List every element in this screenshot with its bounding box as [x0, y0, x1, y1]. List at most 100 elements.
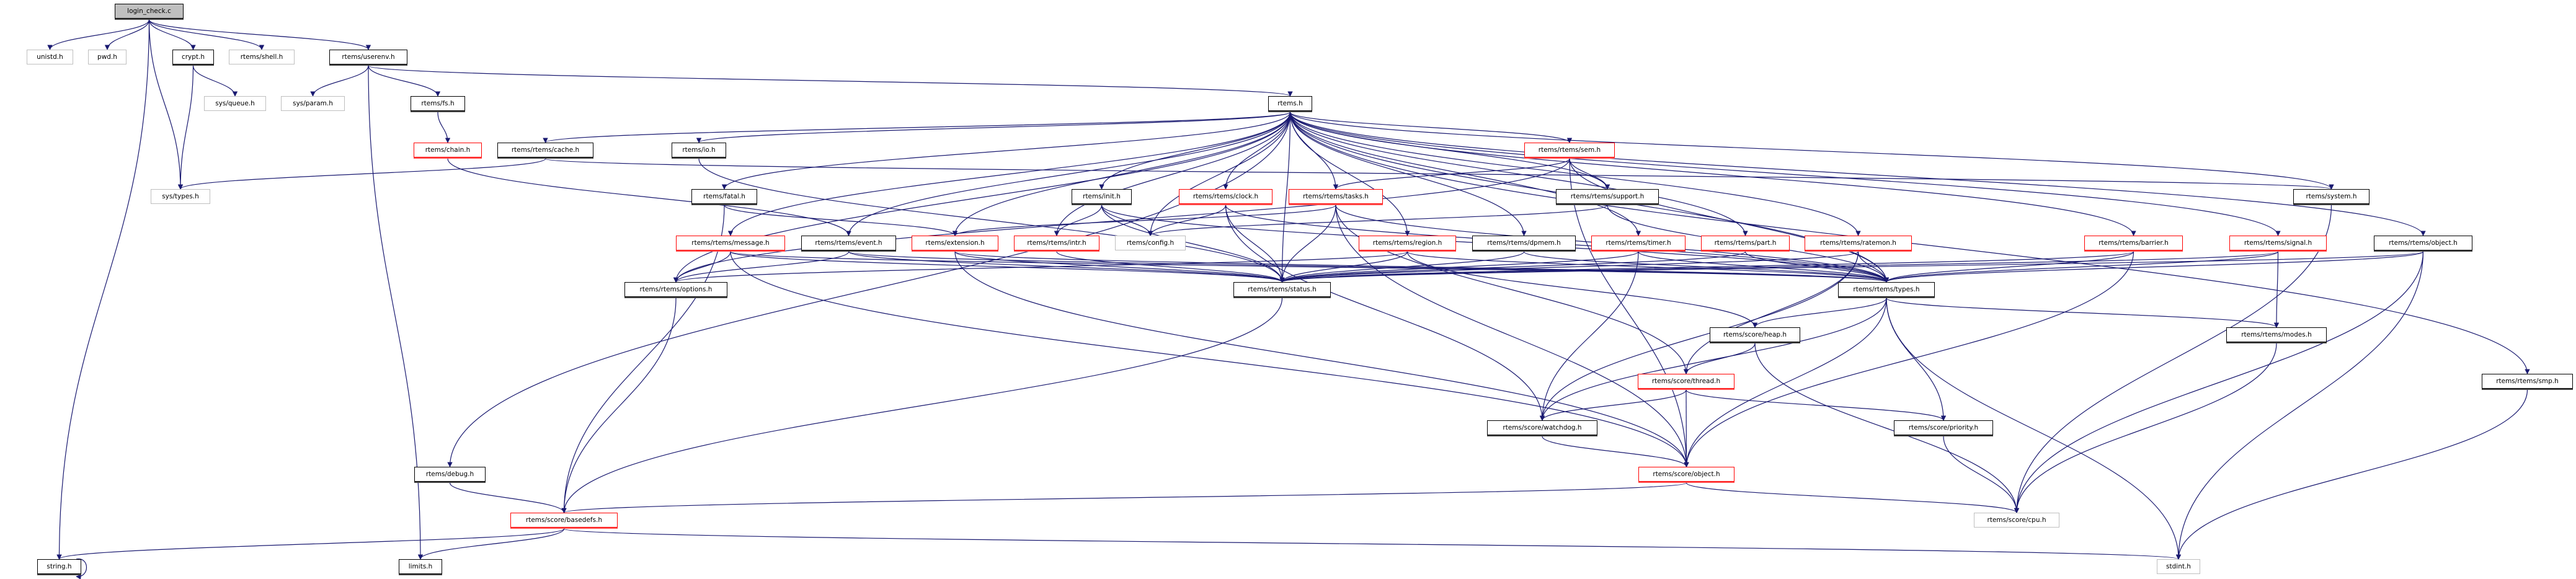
node-fatal[interactable]: rtems/fatal.h	[691, 189, 757, 204]
edge-rtemsh-to-timer	[1289, 112, 1641, 236]
node-status[interactable]: rtems/rtems/status.h	[1233, 282, 1331, 297]
edge-string-to-string	[76, 559, 87, 579]
edge-smp-to-stdint	[2175, 389, 2528, 560]
node-login[interactable]: login_check.c	[115, 4, 184, 19]
edge-region-to-options	[673, 251, 1408, 283]
edge-barrier-to-types	[1883, 251, 2134, 283]
edge-ratemon-to-watchdog	[1539, 251, 1859, 421]
node-heap[interactable]: rtems/score/heap.h	[1710, 327, 1800, 342]
edge-signal-to-status	[1279, 251, 2279, 283]
node-rtemsh[interactable]: rtems.h	[1268, 96, 1312, 111]
node-system[interactable]: rtems/system.h	[2293, 189, 2369, 204]
edge-sem-to-options	[673, 158, 1570, 283]
node-modes[interactable]: rtems/rtems/modes.h	[2226, 327, 2327, 342]
edge-rtemsh-to-debug	[447, 112, 1291, 467]
edge-login-to-string	[56, 19, 150, 560]
node-limits[interactable]: limits.h	[399, 559, 442, 574]
edge-robject-to-stdint	[2175, 251, 2424, 560]
node-cpu: rtems/score/cpu.h	[1974, 513, 2059, 528]
node-event[interactable]: rtems/rtems/event.h	[801, 236, 896, 250]
edge-thread-to-watchdog	[1539, 389, 1687, 421]
node-signal[interactable]: rtems/rtems/signal.h	[2229, 236, 2327, 250]
edge-region-to-types	[1406, 251, 1889, 283]
edge-clock-to-watchdog	[1225, 205, 1545, 421]
node-sem[interactable]: rtems/rtems/sem.h	[1524, 143, 1615, 157]
edge-io-to-status	[698, 158, 1285, 283]
node-io[interactable]: rtems/io.h	[672, 143, 726, 157]
edge-rtemsh-to-ratemon	[1289, 112, 1861, 236]
edge-chain-to-event	[447, 158, 851, 236]
node-robject[interactable]: rtems/rtems/object.h	[2374, 236, 2472, 250]
node-intr[interactable]: rtems/rtems/intr.h	[1014, 236, 1099, 250]
node-region[interactable]: rtems/rtems/region.h	[1359, 236, 1456, 250]
node-init[interactable]: rtems/init.h	[1072, 189, 1132, 204]
node-dpmem[interactable]: rtems/rtems/dpmem.h	[1472, 236, 1576, 250]
edge-options-to-basedefs	[561, 298, 677, 513]
node-priority[interactable]: rtems/score/priority.h	[1894, 420, 1993, 435]
node-chain[interactable]: rtems/chain.h	[414, 143, 482, 157]
edge-types-to-priority	[1886, 298, 1947, 421]
node-support[interactable]: rtems/rtems/support.h	[1556, 189, 1659, 204]
edge-heap-to-thread	[1683, 343, 1756, 374]
node-part[interactable]: rtems/rtems/part.h	[1701, 236, 1790, 250]
node-barrier[interactable]: rtems/rtems/barrier.h	[2084, 236, 2183, 250]
edge-tasks-to-status	[1279, 205, 1336, 283]
edge-robject-to-status	[1279, 251, 2424, 283]
node-config: rtems/config.h	[1115, 236, 1186, 250]
node-userenv[interactable]: rtems/userenv.h	[329, 50, 407, 64]
edge-init-to-status	[1101, 205, 1285, 283]
edge-ratemon-to-status	[1279, 251, 1859, 283]
node-message[interactable]: rtems/rtems/message.h	[676, 236, 785, 250]
edge-thread-to-sobject	[1684, 389, 1689, 467]
node-types[interactable]: rtems/rtems/types.h	[1838, 282, 1935, 297]
edge-fs-to-chain	[437, 112, 451, 143]
edge-tasks-to-sobject	[1335, 205, 1689, 467]
node-queue: sys/queue.h	[204, 96, 266, 111]
node-string[interactable]: string.h	[37, 559, 81, 574]
edge-types-to-modes	[1886, 298, 2279, 328]
edge-debug-to-basedefs	[449, 482, 567, 513]
node-crypt[interactable]: crypt.h	[172, 50, 214, 64]
edge-rtemsh-to-barrier	[1289, 112, 2136, 236]
edge-extension-to-types	[954, 251, 1889, 283]
edge-message-to-sobject	[730, 251, 1689, 467]
node-basedefs[interactable]: rtems/score/basedefs.h	[510, 513, 618, 528]
node-smp[interactable]: rtems/rtems/smp.h	[2482, 374, 2573, 389]
edge-sem-to-support	[1569, 158, 1610, 190]
node-cache[interactable]: rtems/rtems/cache.h	[497, 143, 593, 157]
node-sobject[interactable]: rtems/score/object.h	[1638, 467, 1734, 482]
node-param: sys/param.h	[281, 96, 345, 111]
edge-rtemsh-to-init	[1099, 112, 1291, 190]
node-options[interactable]: rtems/rtems/options.h	[624, 282, 727, 297]
node-debug[interactable]: rtems/debug.h	[414, 467, 486, 482]
edge-dpmem-to-status	[1279, 251, 1525, 283]
edge-region-to-status	[1279, 251, 1408, 283]
edge-types-to-sobject	[1684, 298, 1887, 467]
edge-watchdog-to-sobject	[1542, 436, 1689, 467]
node-pwd: pwd.h	[88, 50, 127, 64]
node-watchdog[interactable]: rtems/score/watchdog.h	[1487, 420, 1597, 435]
node-timer[interactable]: rtems/rtems/timer.h	[1591, 236, 1686, 250]
edge-rtemsh-to-region	[1289, 112, 1410, 236]
edge-rtemsh-to-fatal	[721, 112, 1291, 190]
edge-rtemsh-to-clock	[1223, 112, 1291, 190]
edge-status-to-basedefs	[561, 298, 1283, 513]
node-ratemon[interactable]: rtems/rtems/ratemon.h	[1805, 236, 1912, 250]
edge-basedefs-to-string	[56, 528, 565, 560]
node-fs[interactable]: rtems/fs.h	[411, 96, 465, 111]
edge-sobject-to-basedefs	[561, 482, 1687, 513]
edge-robject-to-types	[1884, 251, 2424, 283]
edge-modes-to-cpu	[2014, 343, 2277, 513]
edge-tasks-to-thread	[1335, 205, 1689, 374]
node-unistd: unistd.h	[27, 50, 73, 64]
edge-extension-to-status	[954, 251, 1285, 283]
edge-types-to-stdint	[1886, 298, 2182, 560]
node-clock[interactable]: rtems/rtems/clock.h	[1179, 189, 1272, 204]
node-thread[interactable]: rtems/score/thread.h	[1638, 374, 1734, 389]
node-extension[interactable]: rtems/extension.h	[912, 236, 998, 250]
edge-region-to-heap	[1406, 251, 1758, 328]
edge-support-to-config	[1148, 205, 1608, 236]
edge-event-to-options	[673, 251, 850, 283]
node-tasks[interactable]: rtems/rtems/tasks.h	[1289, 189, 1383, 204]
edge-types-to-heap	[1752, 298, 1887, 328]
